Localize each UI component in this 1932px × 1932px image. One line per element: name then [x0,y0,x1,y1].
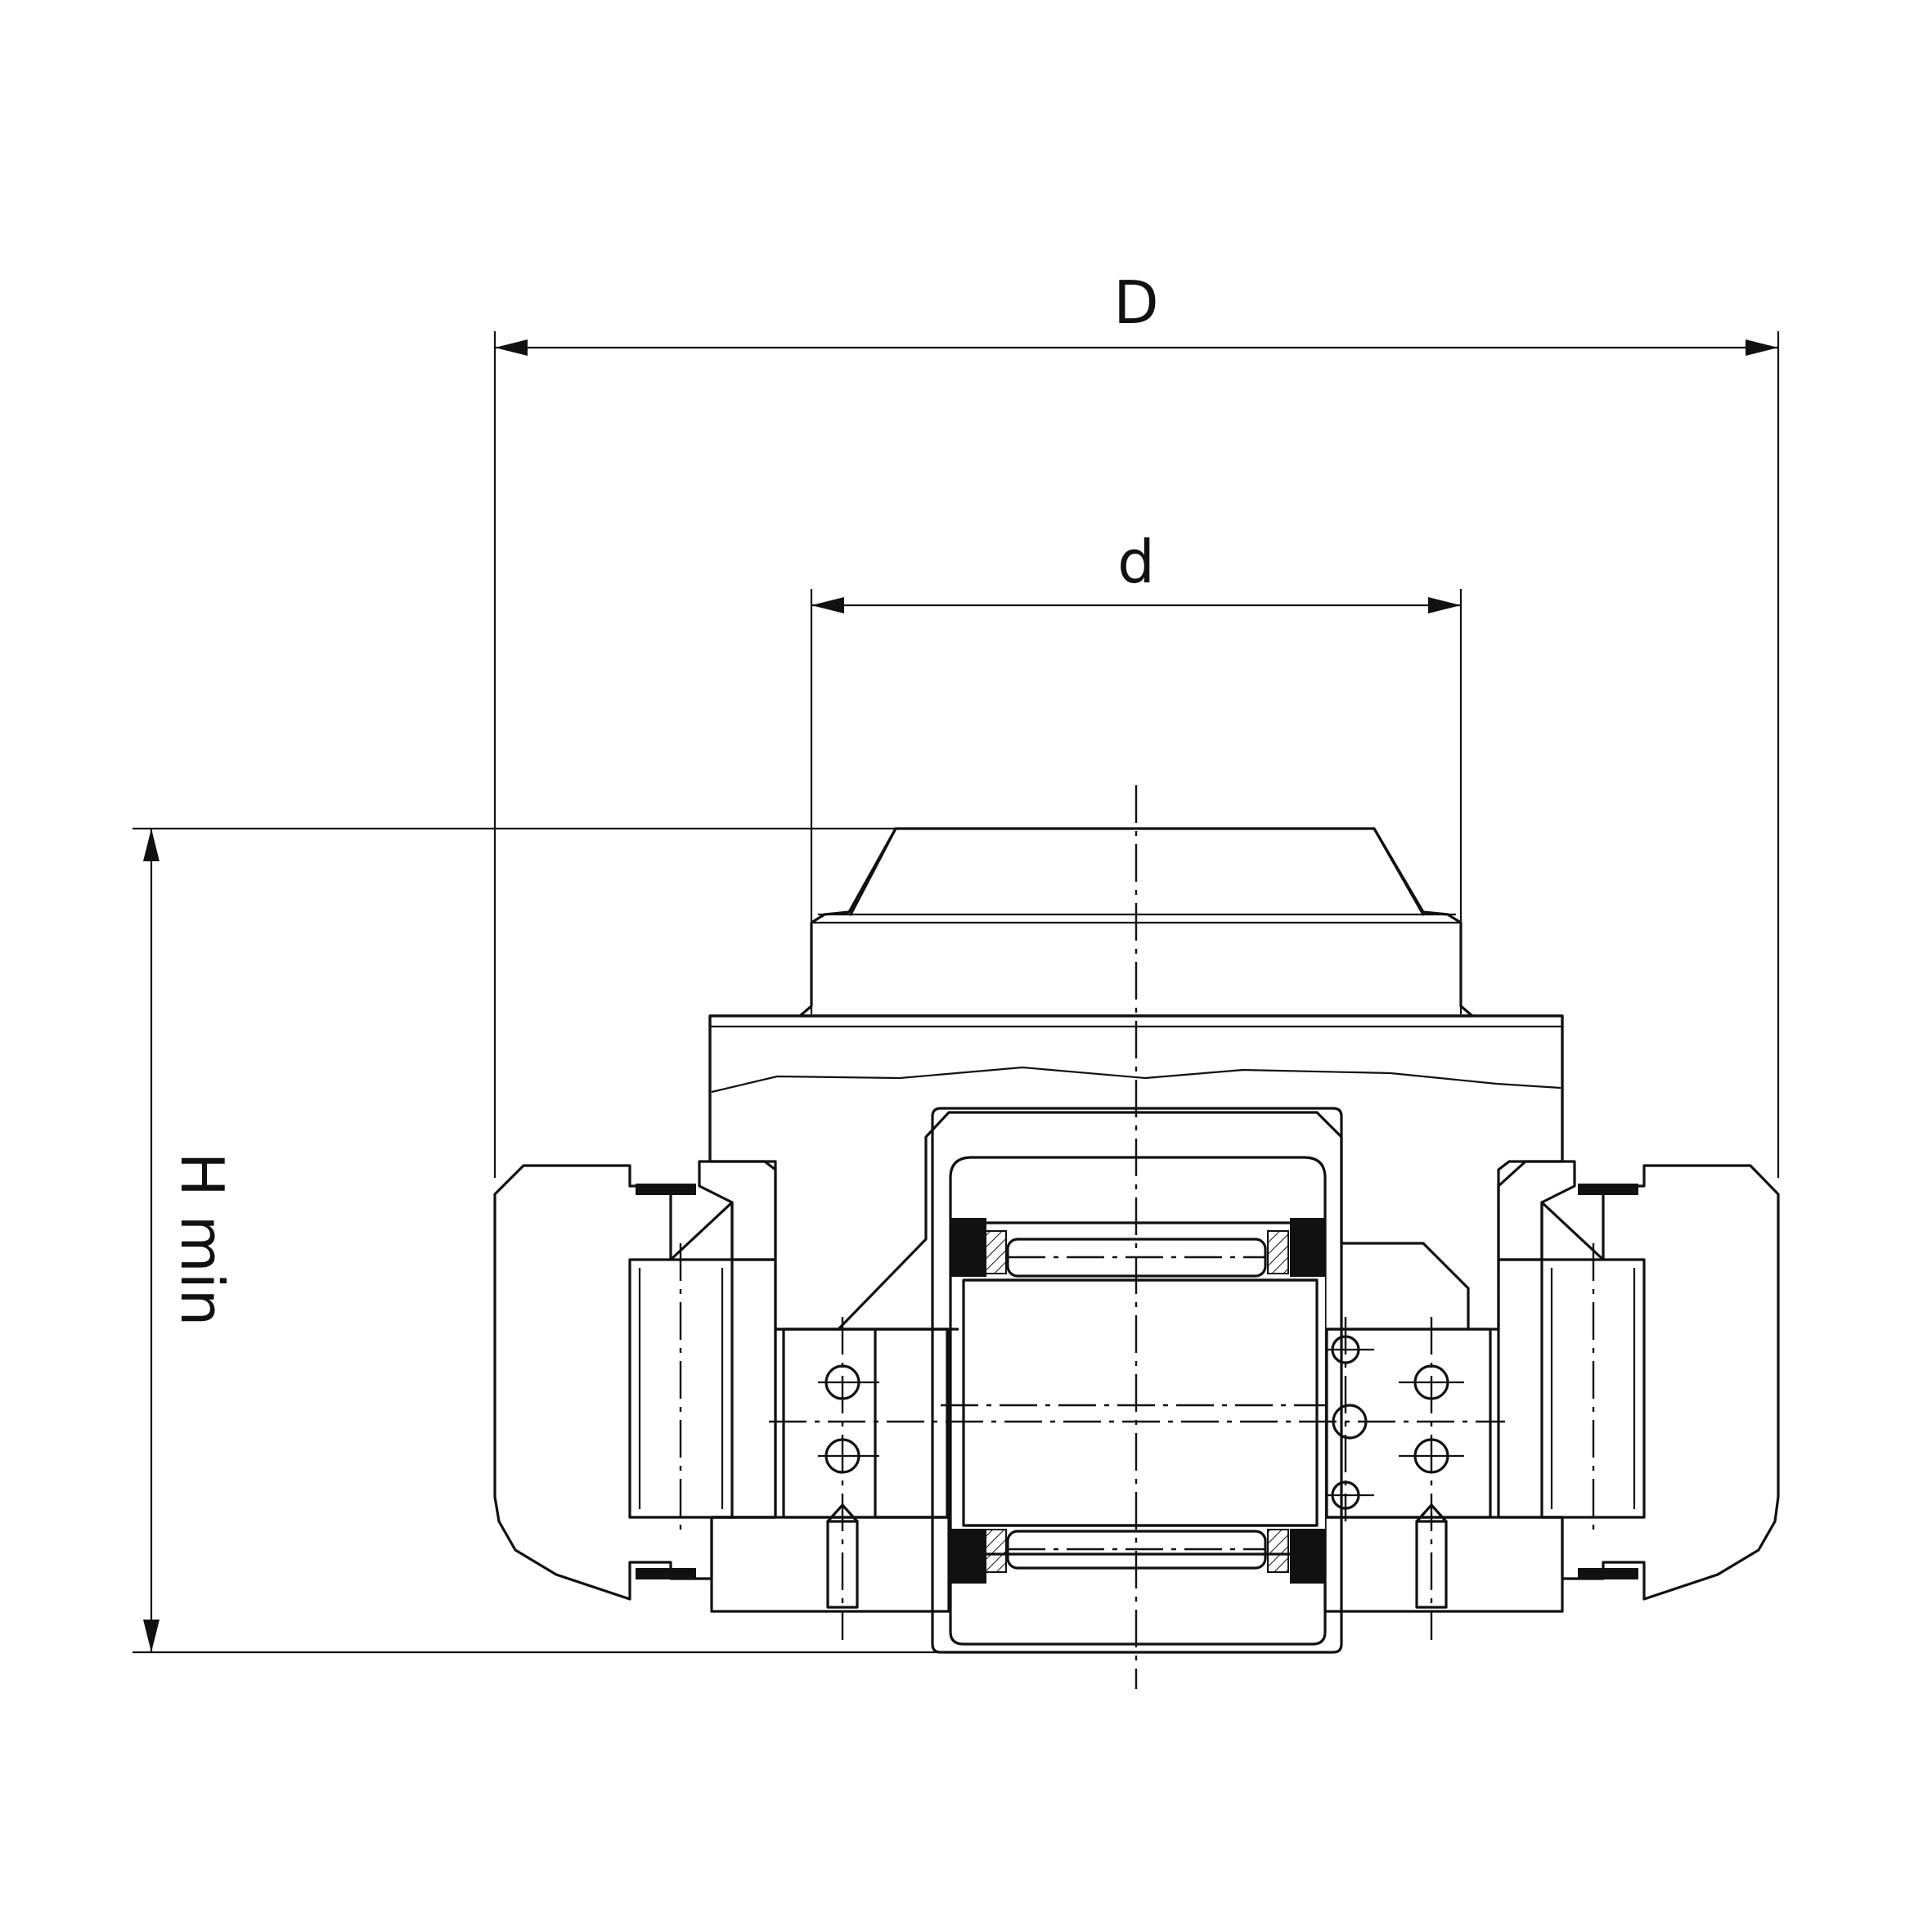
dimension-label-height: H min [168,1152,236,1327]
right-guide-roller [1540,1184,1646,1579]
right-outer-ring [1497,1160,1780,1601]
left-guide-roller [628,1184,734,1579]
dimension-label-inner-diameter: d [1117,528,1155,596]
right-lower-block [1323,1516,1564,1613]
dimension-label-outer-diameter: D [1113,268,1158,337]
right-axle-boss [1325,1317,1492,1640]
center-roller [931,1107,1343,1654]
dimension-outer-diameter: D [493,268,1780,1178]
left-axle-boss [774,1317,949,1640]
center-lines [769,785,1505,1689]
dimension-inner-diameter: d [810,528,1462,1014]
